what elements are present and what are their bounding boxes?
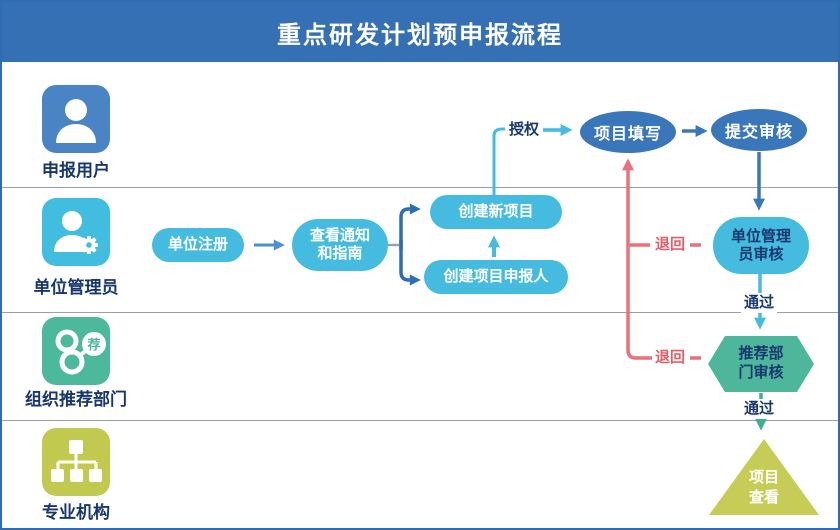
node-view-notice: 查看通知 和指南 bbox=[292, 219, 388, 271]
node-create-project: 创建新项目 bbox=[430, 195, 562, 229]
node-submit-review: 提交审核 bbox=[711, 109, 807, 151]
lane-label-recommend-dept: 组织推荐部门 bbox=[25, 390, 127, 409]
node-create-applicant: 创建项目申报人 bbox=[424, 260, 568, 294]
lane-label-unit-admin: 单位管理员 bbox=[33, 278, 119, 297]
edge-label-authorize: 授权 bbox=[506, 120, 543, 140]
header-bar: 重点研发计划预申报流程 bbox=[2, 2, 838, 62]
page-title: 重点研发计划预申报流程 bbox=[277, 21, 563, 49]
edge-label-pass-1: 通过 bbox=[741, 293, 778, 313]
lane-divider-2 bbox=[2, 312, 838, 313]
edge-label-return-1: 退回 bbox=[652, 235, 689, 255]
user-gear-icon bbox=[42, 198, 110, 266]
lane-divider-3 bbox=[2, 420, 838, 421]
node-dept-review: 推荐部 门审核 bbox=[708, 336, 814, 392]
node-project-view: 项目 查看 bbox=[709, 439, 819, 515]
node-unit-admin-review: 单位管理 员审核 bbox=[713, 217, 809, 274]
recommend-badge: 荐 bbox=[86, 337, 100, 352]
lane-label-professional-org: 专业机构 bbox=[42, 503, 110, 522]
lane-divider-1 bbox=[2, 187, 838, 188]
share-recommend-icon: 荐 bbox=[42, 317, 110, 385]
org-chart-icon bbox=[42, 428, 110, 496]
node-unit-register: 单位注册 bbox=[152, 228, 244, 262]
node-fill-project: 项目填写 bbox=[580, 111, 676, 153]
lane-label-applicant: 申报用户 bbox=[42, 161, 110, 180]
edge-label-pass-2: 通过 bbox=[741, 399, 778, 419]
edge-label-return-2: 退回 bbox=[652, 348, 689, 368]
user-icon bbox=[42, 85, 110, 153]
